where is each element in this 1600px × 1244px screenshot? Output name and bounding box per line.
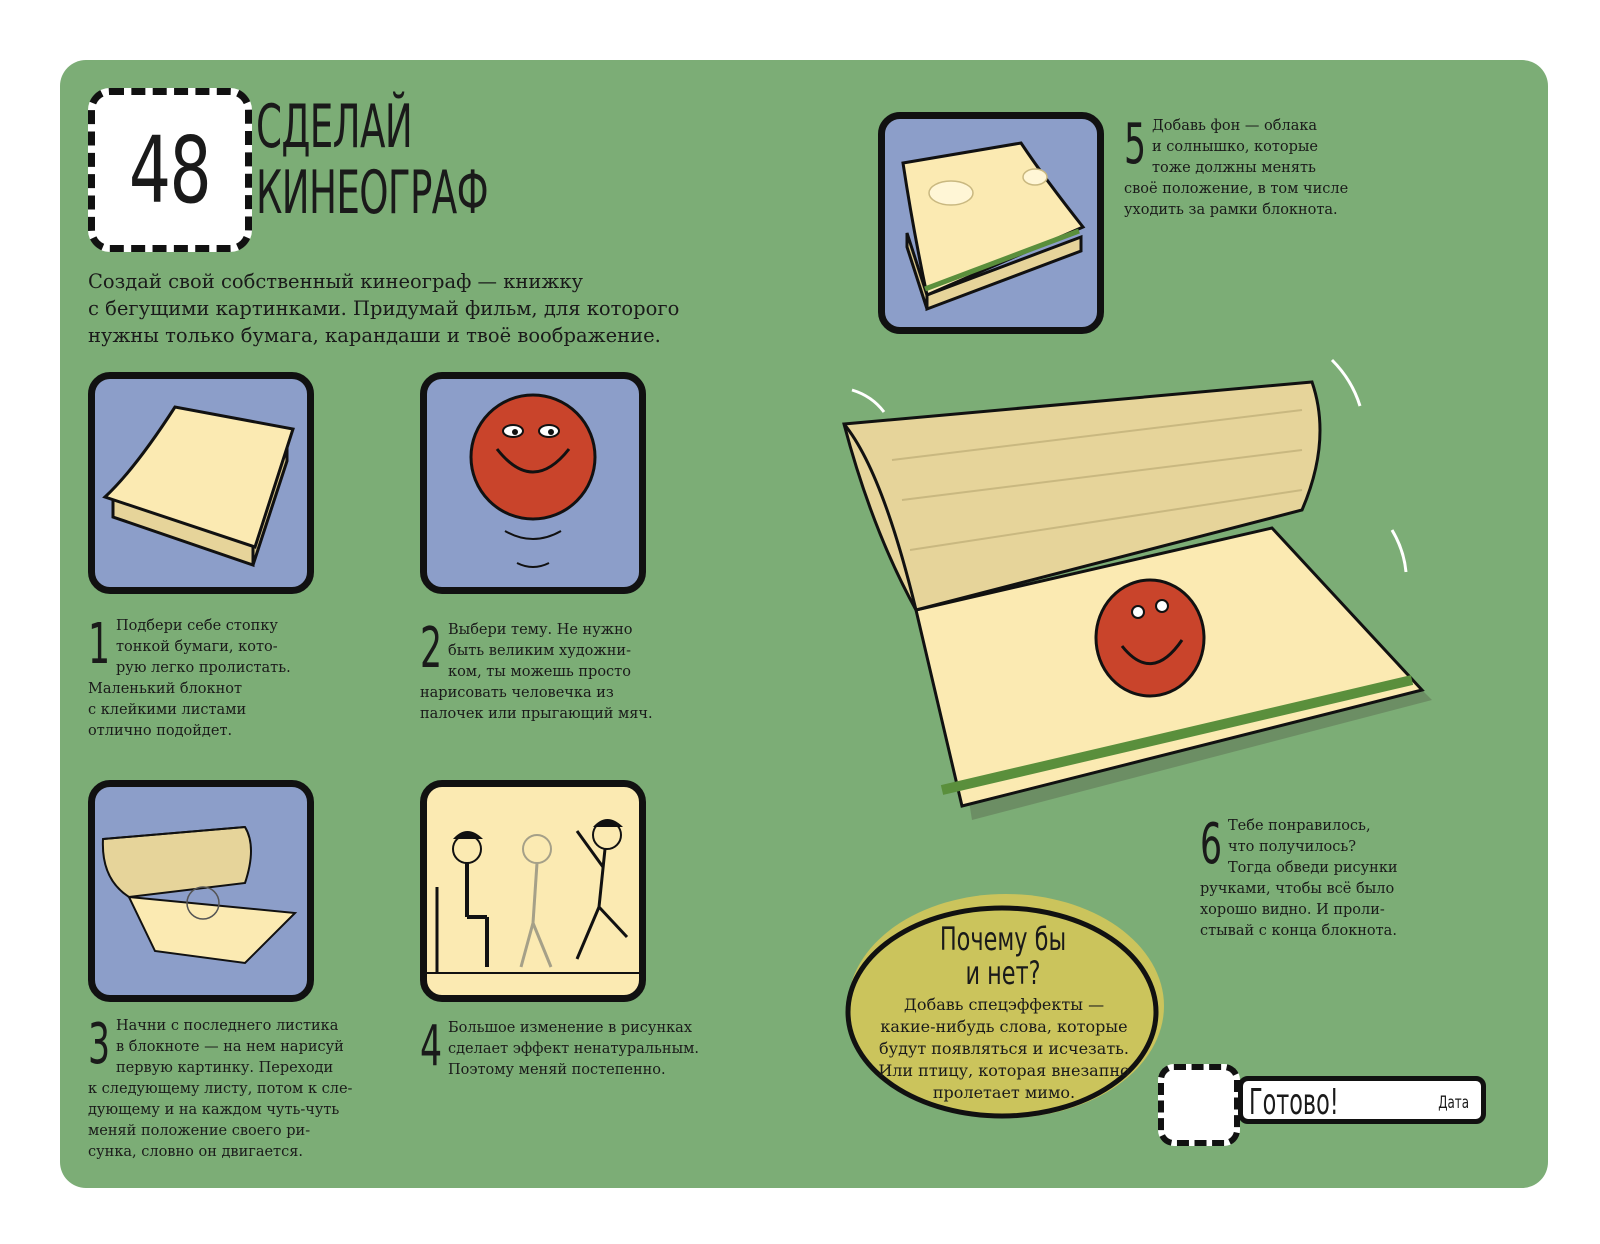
step-5-text: Добавь фон — облака и солнышко, которые … (1124, 118, 1349, 218)
page-title: СДЕЛАЙ КИНЕОГРАФ (256, 92, 489, 228)
activity-number: 48 (129, 116, 212, 224)
step-4-text: Большое изменение в рисунках сделает эфф… (448, 1020, 700, 1078)
done-label: Готово! (1249, 1082, 1339, 1123)
step-2: 2 Выбери тему. Не нужно быть великим худ… (420, 620, 710, 725)
panel-paper-stack (88, 372, 314, 594)
intro-text: Создай свой собственный кинеограф — книж… (88, 270, 680, 347)
step-1-text: Подбери себе стопку тонкой бумаги, кото-… (88, 618, 291, 739)
step-3: 3 Начни с последнего листика в блокноте … (88, 1016, 388, 1163)
big-flipbook-illustration (842, 358, 1432, 820)
step-4: 4 Большое изменение в рисунках сделает э… (420, 1018, 730, 1081)
step-5-number: 5 (1124, 112, 1147, 177)
smiling-ball-illustration (469, 393, 597, 568)
step-3-text: Начни с последнего листика в блокноте — … (88, 1018, 353, 1160)
date-label: Дата (1438, 1093, 1469, 1113)
step-5: 5 Добавь фон — облака и солнышко, которы… (1124, 116, 1374, 221)
why-not-title: Почему бы и нет? (939, 920, 1067, 992)
step-3-number: 3 (88, 1012, 111, 1077)
panel-smiling-ball (420, 372, 646, 594)
done-checkbox[interactable] (1158, 1064, 1240, 1146)
panel-flipbook-small (88, 780, 314, 1002)
step-6-text: Тебе понравилось, что получилось? Тогда … (1200, 818, 1398, 939)
why-not-blob (845, 894, 1164, 1119)
title-line-2: КИНЕОГРАФ (256, 158, 489, 228)
done-date-field[interactable]: Готово! Дата (1238, 1076, 1486, 1124)
flipbook-small-illustration (101, 825, 298, 965)
step-1: 1 Подбери себе стопку тонкой бумаги, кот… (88, 616, 348, 742)
step-2-number: 2 (420, 616, 443, 681)
activity-number-box: 48 (88, 88, 252, 252)
step-1-number: 1 (88, 612, 111, 677)
stick-figures-illustration (427, 819, 639, 974)
step-4-number: 4 (420, 1014, 443, 1079)
panel-paper-clouds (878, 112, 1104, 334)
why-not-callout: Почему бы и нет? Добавь спецэффекты — ка… (838, 886, 1168, 1122)
done-checkbox-area: Готово! Дата (1158, 1064, 1490, 1146)
activity-page: 48 СДЕЛАЙ КИНЕОГРАФ Создай свой собствен… (60, 60, 1548, 1188)
panel-stick-figures (420, 780, 646, 1002)
step-6-number: 6 (1200, 812, 1223, 877)
title-line-1: СДЕЛАЙ (256, 92, 413, 162)
why-not-text: Добавь спецэффекты — какие-нибудь слова,… (878, 995, 1130, 1102)
paper-clouds-illustration (901, 141, 1086, 312)
step-2-text: Выбери тему. Не нужно быть великим худож… (420, 622, 653, 722)
paper-stack-illustration (102, 405, 295, 568)
step-6: 6 Тебе понравилось, что получилось? Тогд… (1200, 816, 1430, 942)
